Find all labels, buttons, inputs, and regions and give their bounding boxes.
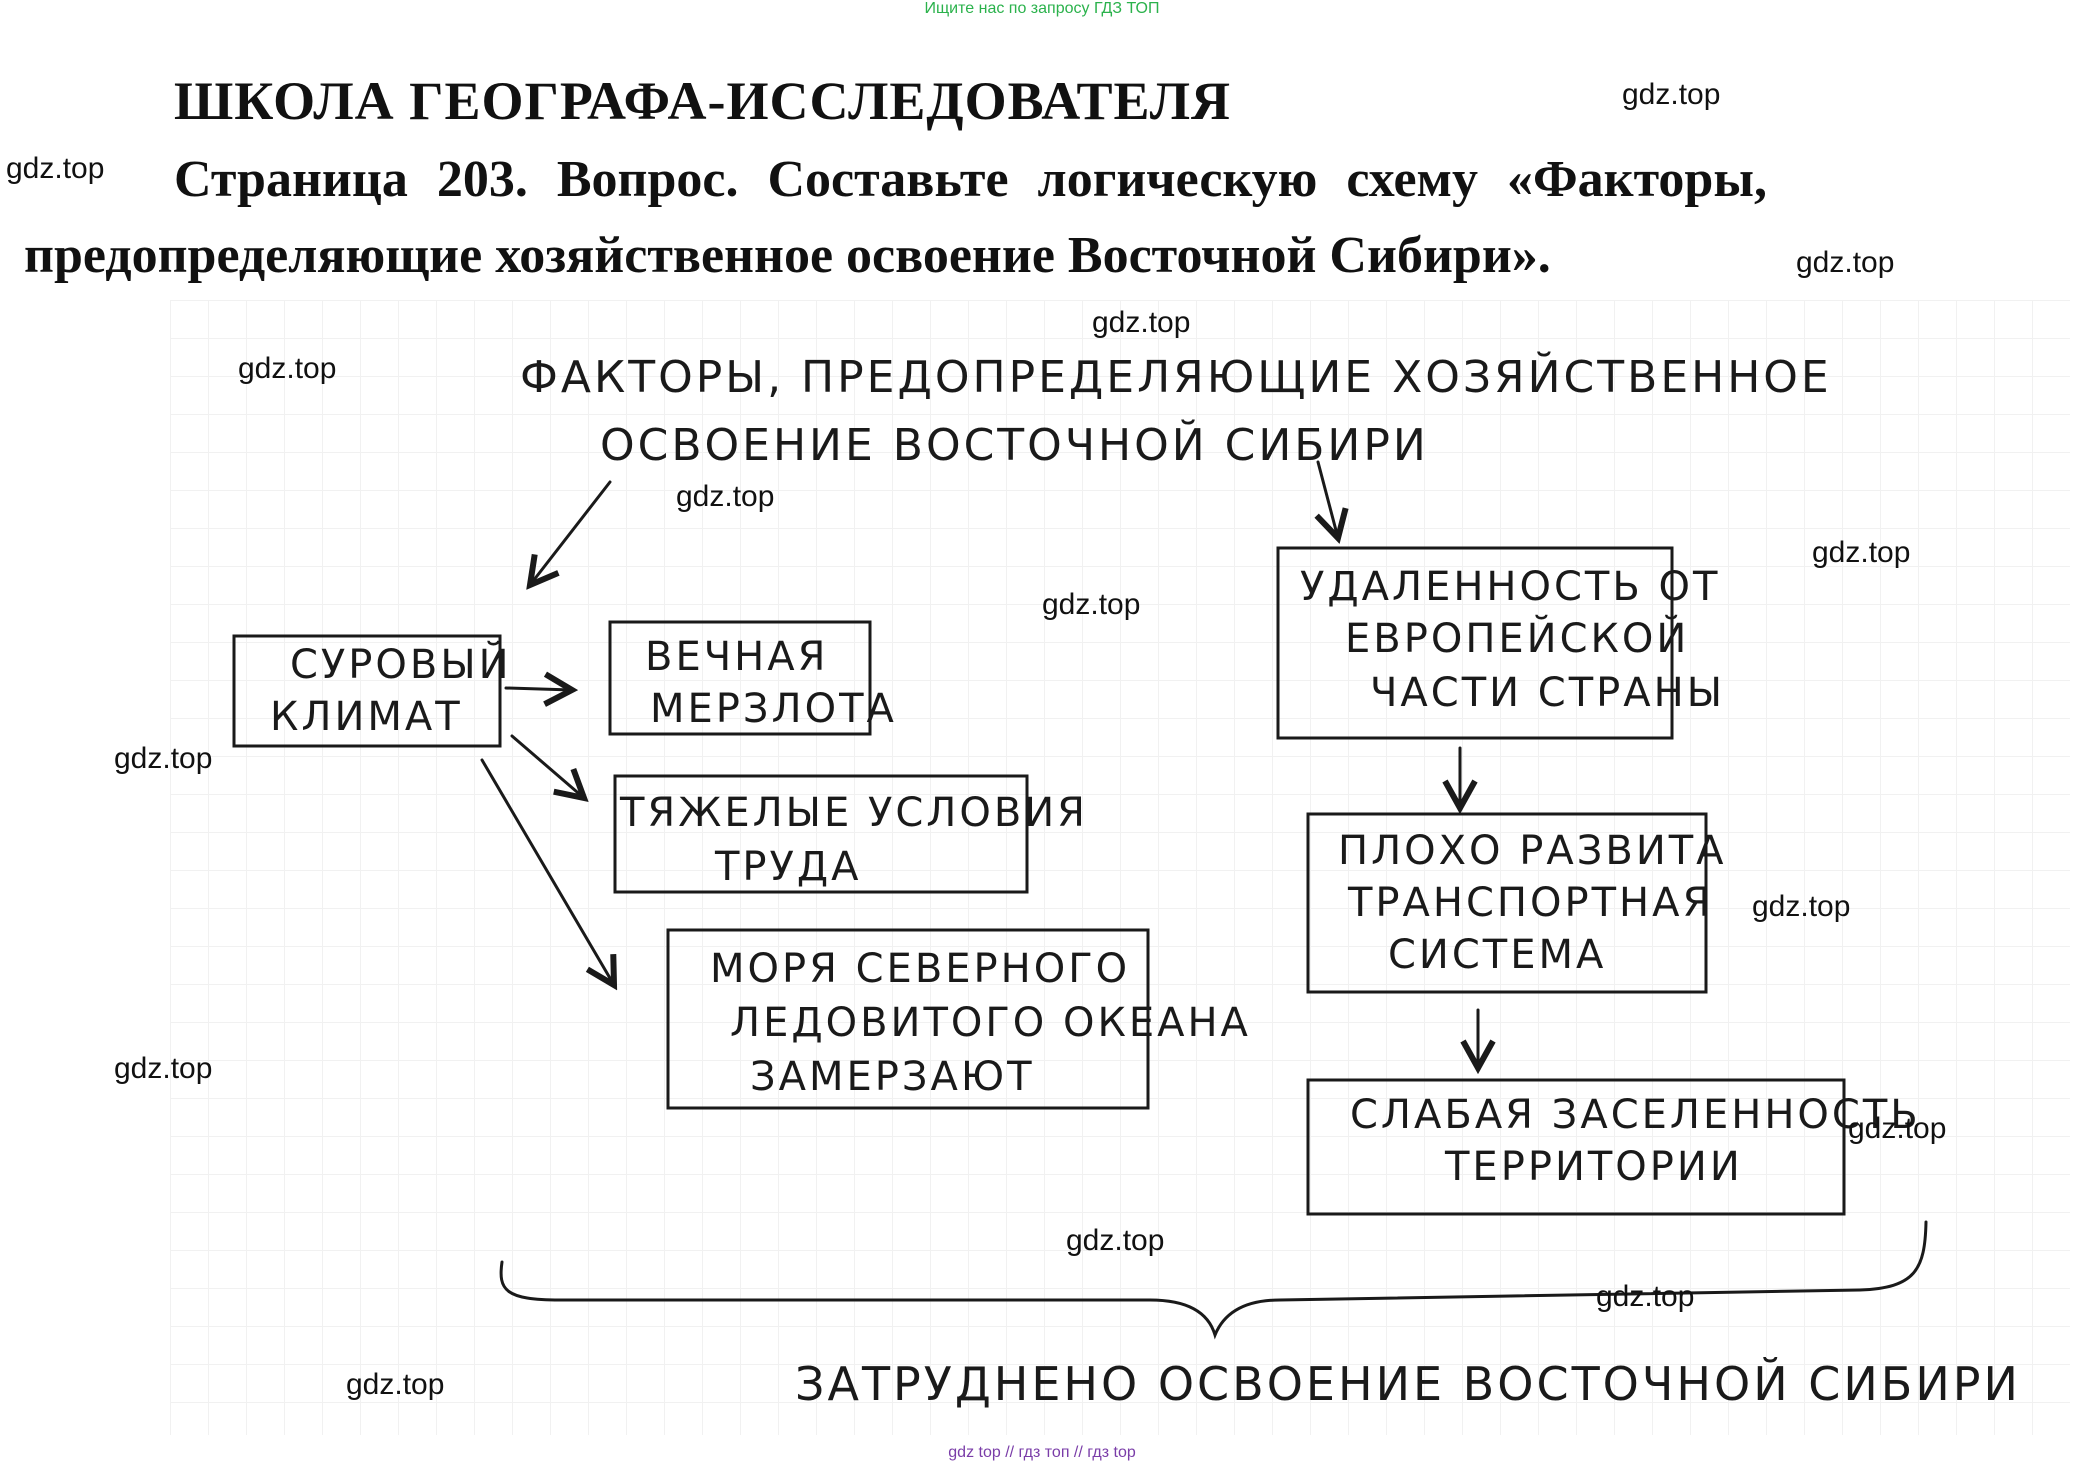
diagram-title-line-1: ФАКТОРЫ, ПРЕДОПРЕДЕЛЯЮЩИЕ ХОЗЯЙСТВЕННОЕ bbox=[520, 350, 1832, 403]
watermark: gdz.top bbox=[114, 1052, 213, 1085]
arrow-title-to-climate bbox=[530, 480, 612, 585]
notebook-grid-background bbox=[170, 300, 2070, 1435]
arrow-title-to-remoteness bbox=[1318, 460, 1338, 538]
watermark: gdz.top bbox=[1042, 588, 1141, 621]
diagram-title-line-2: ОСВОЕНИЕ ВОСТОЧНОЙ СИБИРИ bbox=[600, 418, 1429, 471]
watermark: gdz.top bbox=[1596, 1280, 1695, 1313]
box-sparse-population bbox=[1306, 1078, 1846, 1216]
box-hard-labor-line-2: ТРУДА bbox=[714, 844, 862, 890]
footer-links[interactable]: gdz top // гдз топ // гдз top bbox=[948, 1444, 1136, 1461]
watermark: gdz.top bbox=[346, 1368, 445, 1401]
box-poor-transport-line-1: ПЛОХО РАЗВИТА bbox=[1338, 828, 1727, 874]
watermark: gdz.top bbox=[1812, 536, 1911, 569]
watermark: gdz.top bbox=[1848, 1112, 1947, 1145]
box-poor-transport-line-3: СИСТЕМА bbox=[1388, 932, 1606, 978]
watermark: gdz.top bbox=[1796, 246, 1895, 279]
watermark: gdz.top bbox=[114, 742, 213, 775]
box-remoteness-line-2: ЕВРОПЕЙСКОЙ bbox=[1345, 614, 1689, 662]
box-poor-transport bbox=[1306, 812, 1708, 994]
box-sparse-population-line-1: СЛАБАЯ ЗАСЕЛЕННОСТЬ bbox=[1350, 1092, 1921, 1138]
watermark: gdz.top bbox=[1752, 890, 1851, 923]
box-remoteness-line-3: ЧАСТИ СТРАНЫ bbox=[1370, 670, 1725, 716]
box-sparse-population-line-2: ТЕРРИТОРИИ bbox=[1444, 1144, 1743, 1190]
box-permafrost bbox=[608, 620, 872, 736]
watermark: gdz.top bbox=[1092, 306, 1191, 339]
question-line-1: Страница 203. Вопрос. Составьте логическ… bbox=[174, 151, 1767, 208]
box-remoteness bbox=[1276, 546, 1674, 740]
watermark: gdz.top bbox=[6, 152, 105, 185]
box-arctic-seas-line-1: МОРЯ СЕВЕРНОГО bbox=[710, 946, 1130, 992]
watermark: gdz.top bbox=[1622, 78, 1721, 111]
watermark: gdz.top bbox=[676, 480, 775, 513]
question-line-2: предопределяющие хозяйственное освоение … bbox=[24, 227, 1551, 284]
box-severe-climate bbox=[232, 634, 502, 748]
box-permafrost-line-2: МЕРЗЛОТА bbox=[650, 686, 897, 732]
box-arctic-seas-line-2: ЛЕДОВИТОГО ОКЕАНА bbox=[730, 1000, 1251, 1046]
watermark: gdz.top bbox=[1066, 1224, 1165, 1257]
box-arctic-seas-line-3: ЗАМЕРЗАЮТ bbox=[750, 1054, 1035, 1100]
curly-brace bbox=[499, 1220, 1928, 1340]
box-hard-labor-line-1: ТЯЖЕЛЫЕ УСЛОВИЯ bbox=[619, 790, 1088, 836]
arrow-climate-to-labor bbox=[510, 734, 584, 798]
section-heading: ШКОЛА ГЕОГРАФА-ИССЛЕДОВАТЕЛЯ bbox=[174, 71, 1232, 131]
box-permafrost-line-1: ВЕЧНАЯ bbox=[645, 634, 828, 680]
box-severe-climate-line-1: СУРОВЫЙ bbox=[290, 640, 512, 688]
arrow-climate-to-seas bbox=[480, 758, 614, 985]
box-remoteness-line-1: УДАЛЕННОСТЬ ОТ bbox=[1300, 564, 1720, 610]
box-arctic-seas-freeze bbox=[666, 928, 1150, 1110]
watermark: gdz.top bbox=[238, 352, 337, 385]
box-hard-labor-conditions bbox=[613, 774, 1029, 894]
box-severe-climate-line-2: КЛИМАТ bbox=[270, 694, 463, 740]
top-banner[interactable]: Ищите нас по запросу ГДЗ ТОП bbox=[924, 0, 1160, 17]
conclusion-text: ЗАТРУДНЕНО ОСВОЕНИЕ ВОСТОЧНОЙ СИБИРИ bbox=[795, 1357, 2021, 1411]
arrow-climate-to-permafrost bbox=[504, 688, 572, 690]
box-poor-transport-line-2: ТРАНСПОРТНАЯ bbox=[1347, 880, 1713, 926]
